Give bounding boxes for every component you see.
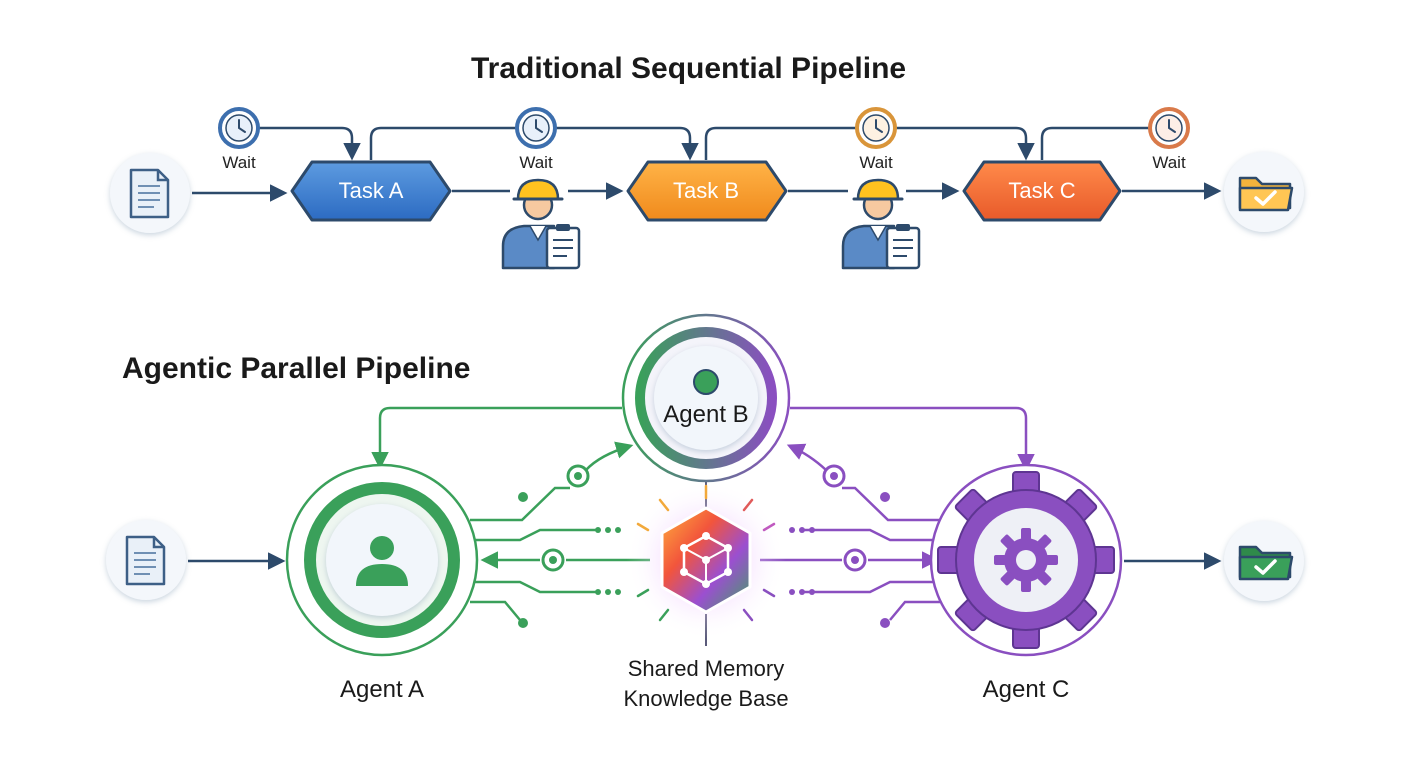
parallel-pipeline [106, 313, 1304, 657]
cube-network-icon [660, 506, 752, 614]
agent-c-circuit-traces [760, 443, 940, 621]
shared-memory-label: Shared Memory Knowledge Base [623, 654, 788, 714]
gear-icon [937, 471, 1115, 649]
sequential-pipeline-title: Traditional Sequential Pipeline [471, 52, 907, 85]
shared-memory-line-1: Shared Memory [627, 656, 785, 681]
agent-c-circuit-nodes [789, 464, 890, 628]
worker-clipboard-icon [841, 178, 921, 270]
wait-label: Wait [222, 153, 256, 172]
agent-b-label: Agent B [663, 401, 749, 428]
agent-a-circuit-traces [470, 441, 650, 621]
sequential-input-document-icon [110, 153, 190, 233]
parallel-output-folder-check-icon [1224, 521, 1304, 601]
wait-clock-icon [218, 107, 260, 149]
memory-rays [636, 484, 776, 622]
shared-memory-line-2: Knowledge Base [623, 686, 789, 711]
sequential-output-folder-check-icon [1224, 152, 1304, 232]
task-c-label: Task C [1008, 178, 1076, 203]
wait-label: Wait [859, 153, 893, 172]
user-icon [356, 536, 408, 586]
task-c-box [962, 160, 1122, 222]
worker-clipboard-icon [501, 178, 581, 270]
wait-clock-icon [855, 107, 897, 149]
agent-a-circuit-nodes [518, 464, 621, 628]
task-b-box [626, 160, 788, 222]
wait-label: Wait [1152, 153, 1186, 172]
wait-clock-icon [515, 107, 557, 149]
wait-loop-arrows [258, 126, 1150, 161]
wait-label: Wait [519, 153, 553, 172]
agent-b-to-agent-a-arrow [371, 406, 622, 470]
parallel-pipeline-title: Agentic Parallel Pipeline [122, 352, 471, 385]
agent-a-label: Agent A [339, 676, 425, 703]
sequential-pipeline [110, 107, 1304, 270]
wait-clock-icon [1148, 107, 1190, 149]
agent-a-node [285, 463, 479, 657]
task-a-box [290, 160, 452, 222]
agent-b-to-agent-c-arrow [790, 406, 1035, 472]
task-b-label: Task B [672, 178, 740, 203]
task-a-label: Task A [338, 178, 404, 203]
parallel-input-document-icon [106, 520, 186, 600]
user-icon [693, 369, 719, 395]
sequential-flow-arrows [192, 182, 1222, 202]
agent-c-node [929, 463, 1123, 657]
agent-c-label: Agent C [982, 676, 1070, 703]
agent-b-node [621, 313, 791, 483]
